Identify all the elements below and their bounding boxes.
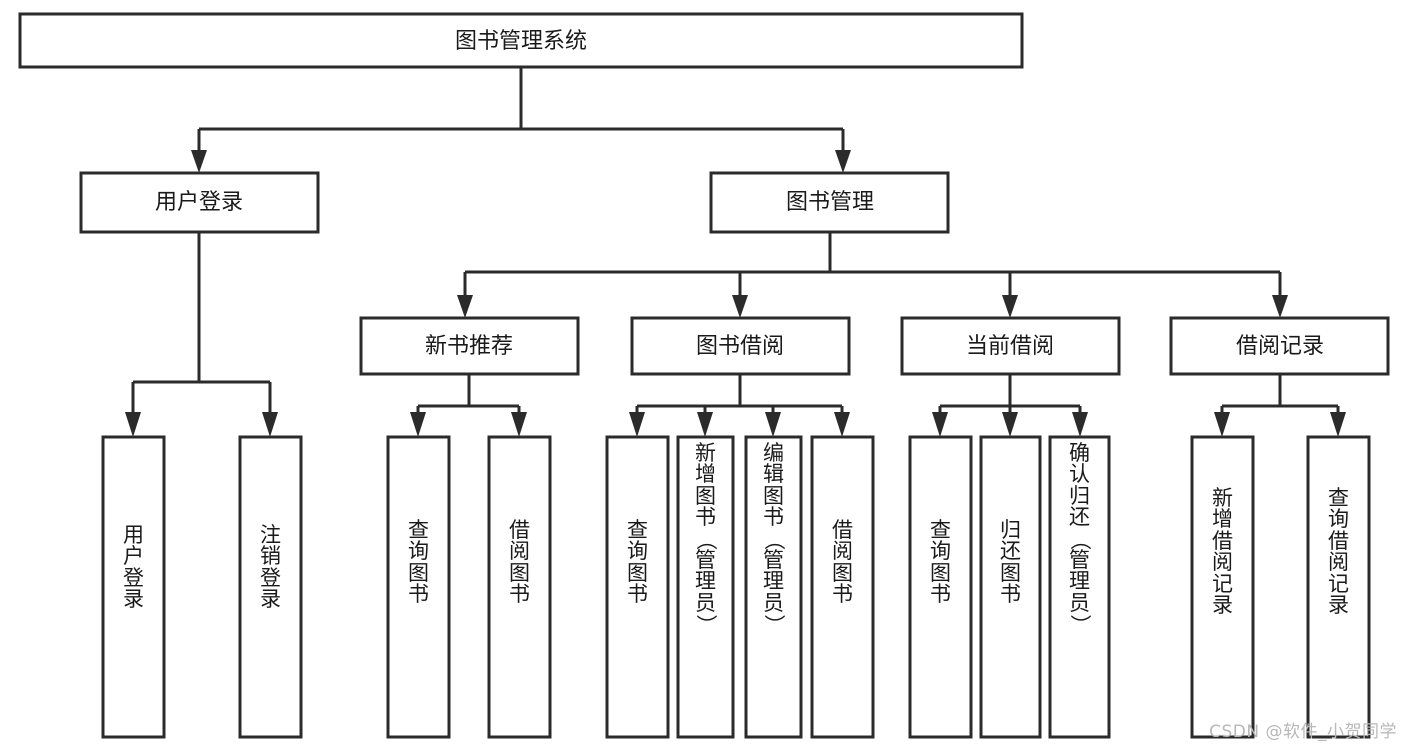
node-user-login-label: 用户登录	[155, 190, 243, 215]
node-leaf-add-book[interactable]	[676, 435, 735, 739]
connector-currentborrow-to-leaves	[932, 374, 1088, 437]
node-borrow-record[interactable]	[1169, 316, 1390, 376]
node-leaf-query-book-2[interactable]	[605, 435, 670, 739]
node-book-management-label: 图书管理	[786, 190, 874, 215]
node-leaf-logout-login[interactable]	[238, 435, 303, 739]
node-leaf-edit-book[interactable]	[744, 435, 803, 739]
node-leaf-borrow-book-1[interactable]	[487, 435, 552, 739]
node-leaf-query-book-1[interactable]	[386, 435, 451, 739]
node-leaf-query-record[interactable]	[1306, 435, 1371, 739]
node-current-borrow[interactable]	[900, 316, 1121, 376]
node-root-label: 图书管理系统	[455, 29, 587, 54]
node-leaf-query-book-3[interactable]	[908, 435, 973, 739]
node-current-borrow-label: 当前借阅	[966, 334, 1054, 359]
node-book-management[interactable]	[709, 171, 950, 234]
node-new-book-recommend[interactable]	[359, 316, 580, 376]
node-root[interactable]	[18, 12, 1024, 69]
node-leaf-add-record[interactable]	[1190, 435, 1255, 739]
connector-userlogin-to-leaves	[125, 232, 278, 437]
connector-bookborrow-to-leaves	[629, 374, 850, 437]
node-leaf-return-book[interactable]	[979, 435, 1042, 739]
node-user-login[interactable]	[79, 171, 320, 234]
connector-bookmgmt-to-level3	[457, 232, 1288, 318]
connector-borrowrecord-to-leaves	[1214, 374, 1346, 437]
connector-root-to-level2	[191, 67, 851, 173]
node-leaf-confirm-return[interactable]	[1048, 435, 1111, 739]
node-book-borrow-label: 图书借阅	[696, 334, 784, 359]
node-book-borrow[interactable]	[630, 316, 851, 376]
node-borrow-record-label: 借阅记录	[1236, 334, 1324, 359]
node-leaf-user-login[interactable]	[101, 435, 166, 739]
connector-newbook-to-leaves	[410, 374, 527, 437]
node-new-book-recommend-label: 新书推荐	[425, 334, 513, 359]
node-leaf-borrow-book-2[interactable]	[810, 435, 875, 739]
